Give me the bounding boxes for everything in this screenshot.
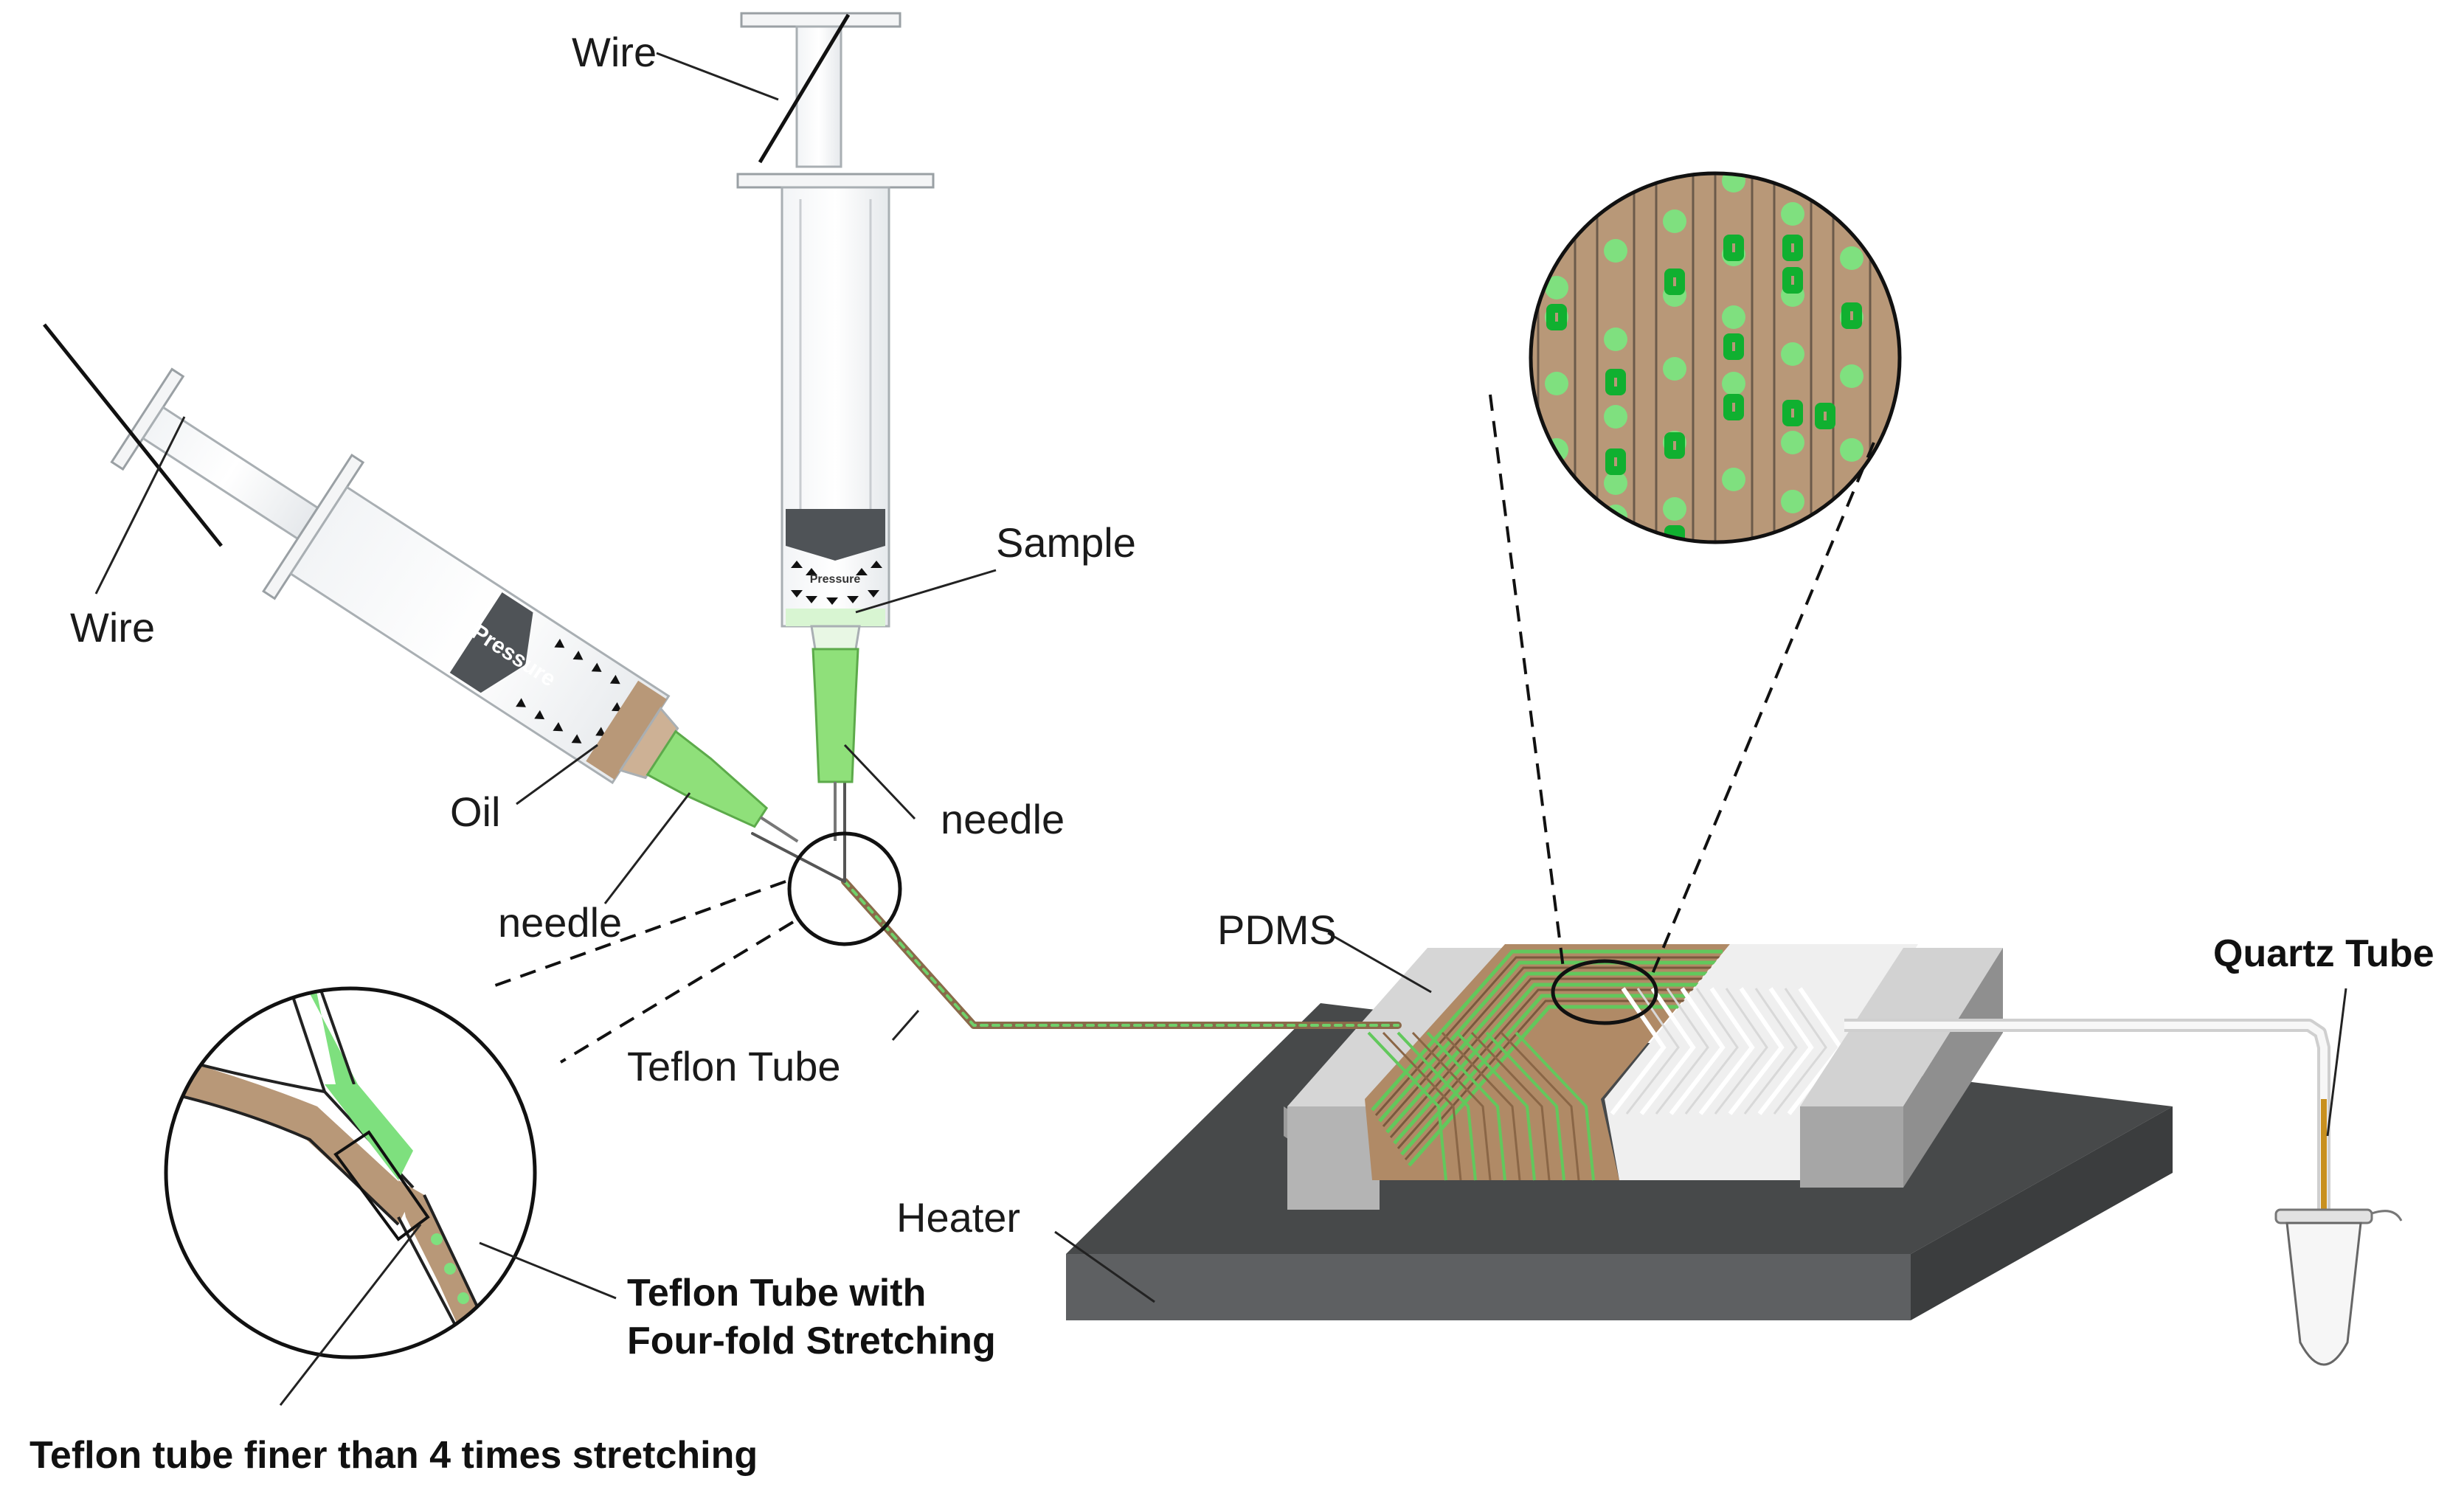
chip-zoom-circle	[1551, 959, 1658, 1025]
junction-circle	[787, 831, 902, 946]
junction-zoom-detail	[164, 986, 537, 1359]
wire-left	[43, 323, 223, 547]
junction-zoom-lines	[486, 880, 795, 1064]
sample-liquid	[786, 609, 885, 626]
needle-right-label: needle	[941, 796, 1065, 842]
oil-syringe-icon: Pressure	[110, 367, 799, 843]
leader-lines	[94, 52, 2347, 1406]
dna-markers	[1555, 243, 1853, 466]
pdms-label: PDMS	[1217, 907, 1337, 953]
teflon-tube	[751, 780, 1402, 1029]
oil-liquid	[586, 680, 667, 780]
teflon-tube-label: Teflon Tube	[627, 1043, 841, 1089]
magnification-lines	[1489, 394, 1875, 974]
serpentine-channel	[1365, 944, 1730, 1181]
pressure-arrows-top	[791, 561, 882, 605]
pdms-chip	[1284, 944, 2003, 1210]
droplet-magnification	[1529, 171, 1902, 544]
wire-top-label: Wire	[572, 29, 657, 75]
wire-top	[758, 13, 851, 164]
heater-label: Heater	[896, 1194, 1020, 1241]
piston-top	[786, 509, 885, 561]
oil-label: Oil	[450, 789, 500, 835]
stretch-label-line2: Four-fold Stretching	[627, 1320, 996, 1362]
sample-syringe-icon: Pressure	[736, 12, 935, 841]
wire-left-label: Wire	[70, 604, 155, 651]
sample-label: Sample	[996, 519, 1136, 566]
finer-tube-label: Teflon tube finer than 4 times stretchin…	[30, 1434, 758, 1477]
stretch-label-line1: Teflon Tube with	[627, 1272, 926, 1314]
pressure-label-top: Pressure	[810, 573, 861, 586]
empty-channel-region	[1605, 944, 1918, 1180]
needle-left-label: needle	[498, 899, 622, 946]
quartz-tube-label: Quartz Tube	[2213, 932, 2434, 975]
needle-hub-icon	[811, 648, 859, 783]
microcentrifuge-tube-icon	[2274, 1208, 2403, 1366]
needle-hub-left-icon	[646, 730, 769, 828]
